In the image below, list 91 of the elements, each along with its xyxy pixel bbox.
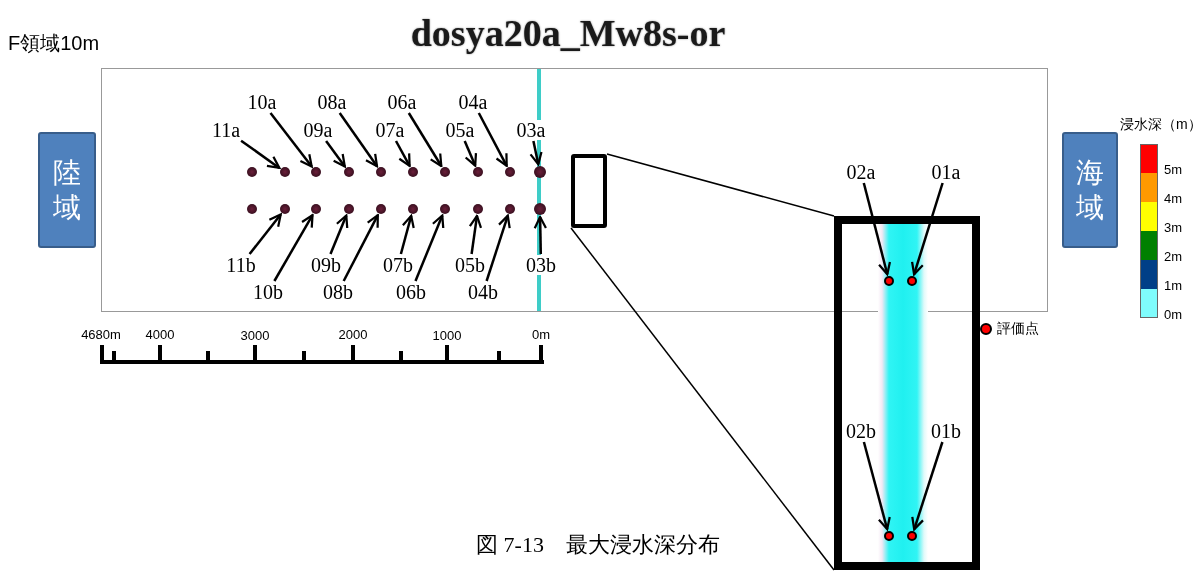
arrow: [911, 441, 944, 531]
scale-value: 0m: [1164, 308, 1183, 321]
evaluation-point: [907, 531, 917, 541]
point-label: 10a: [247, 92, 277, 112]
measurement-point: [247, 204, 257, 214]
scale-value: 3m: [1164, 221, 1183, 234]
measurement-point: [505, 167, 515, 177]
region-box: 海域: [1062, 132, 1118, 248]
point-label: 05a: [445, 120, 475, 140]
evaluation-point: [884, 276, 894, 286]
region-box: 陸域: [38, 132, 96, 248]
measurement-point: [344, 167, 354, 177]
arrow: [407, 112, 443, 168]
point-label: 06b: [396, 282, 426, 302]
arrow: [240, 139, 281, 169]
legend-label: 評価点: [997, 321, 1039, 335]
point-label: 04a: [458, 92, 488, 112]
area-label: F領域10m: [8, 33, 100, 53]
point-label: 04b: [468, 282, 498, 302]
arrow: [399, 214, 415, 255]
measurement-point: [311, 167, 321, 177]
zoom-line: [570, 227, 835, 571]
point-label: 11b: [226, 255, 256, 275]
title: dosya20a_Mw8s-or: [410, 14, 726, 52]
scale-label: 4680m: [81, 328, 121, 341]
point-label: 02b: [846, 421, 876, 441]
arrow: [485, 214, 511, 282]
arrow: [533, 215, 548, 255]
arrow: [862, 182, 892, 276]
measurement-point: [376, 204, 386, 214]
arrow: [477, 112, 508, 167]
point-label: 03a: [516, 120, 546, 140]
enlarged-view-box: [834, 216, 980, 570]
point-label: 08a: [317, 92, 347, 112]
point-label: 11a: [211, 120, 241, 140]
arrow: [342, 214, 379, 282]
arrow: [414, 214, 445, 282]
measurement-point: [473, 167, 483, 177]
scale-label: 0m: [531, 328, 551, 341]
measurement-point: [376, 167, 386, 177]
arrow: [463, 140, 478, 167]
measurement-point: [344, 204, 354, 214]
legend-title: 浸水深（m）: [1120, 117, 1202, 131]
arrow: [394, 140, 411, 167]
arrow: [529, 140, 543, 166]
arrow: [862, 441, 891, 531]
arrow: [273, 214, 314, 282]
measurement-point: [440, 167, 450, 177]
arrow: [269, 112, 313, 168]
point-label: 01b: [931, 421, 961, 441]
point-label: 03b: [526, 255, 556, 275]
measurement-point: [534, 166, 546, 178]
point-label: 01a: [931, 162, 961, 182]
measurement-point: [247, 167, 257, 177]
point-label: 06a: [387, 92, 417, 112]
scale-value: 5m: [1164, 163, 1183, 176]
arrow: [338, 112, 379, 168]
measurement-point: [505, 204, 515, 214]
measurement-point: [534, 203, 546, 215]
point-label: 09a: [303, 120, 333, 140]
zoom-area-box: [571, 154, 607, 228]
scale-label: 1000: [432, 329, 462, 342]
measurement-point: [280, 204, 290, 214]
scale-label: 4000: [145, 328, 175, 341]
scale-value: 4m: [1164, 192, 1183, 205]
point-label: 08b: [323, 282, 353, 302]
scale-value: 2m: [1164, 250, 1183, 263]
measurement-point: [311, 204, 321, 214]
arrow: [325, 140, 346, 168]
evaluation-point: [907, 276, 917, 286]
measurement-point: [280, 167, 290, 177]
scale-value: 1m: [1164, 279, 1183, 292]
point-label: 02a: [846, 162, 876, 182]
caption: 図 7-13 最大浸水深分布: [476, 534, 720, 556]
point-label: 09b: [311, 255, 341, 275]
arrow: [910, 182, 944, 276]
point-label: 07a: [375, 120, 405, 140]
arrow: [329, 214, 349, 255]
measurement-point: [440, 204, 450, 214]
zoom-line: [606, 153, 835, 217]
point-label: 10b: [253, 282, 283, 302]
evaluation-point: [884, 531, 894, 541]
point-label: 07b: [383, 255, 413, 275]
scale-label: 2000: [338, 328, 368, 341]
measurement-point: [408, 204, 418, 214]
point-label: 05b: [455, 255, 485, 275]
arrow: [248, 213, 282, 255]
scale-label: 3000: [240, 329, 270, 342]
arrow: [468, 214, 483, 255]
measurement-point: [408, 167, 418, 177]
measurement-point: [473, 204, 483, 214]
